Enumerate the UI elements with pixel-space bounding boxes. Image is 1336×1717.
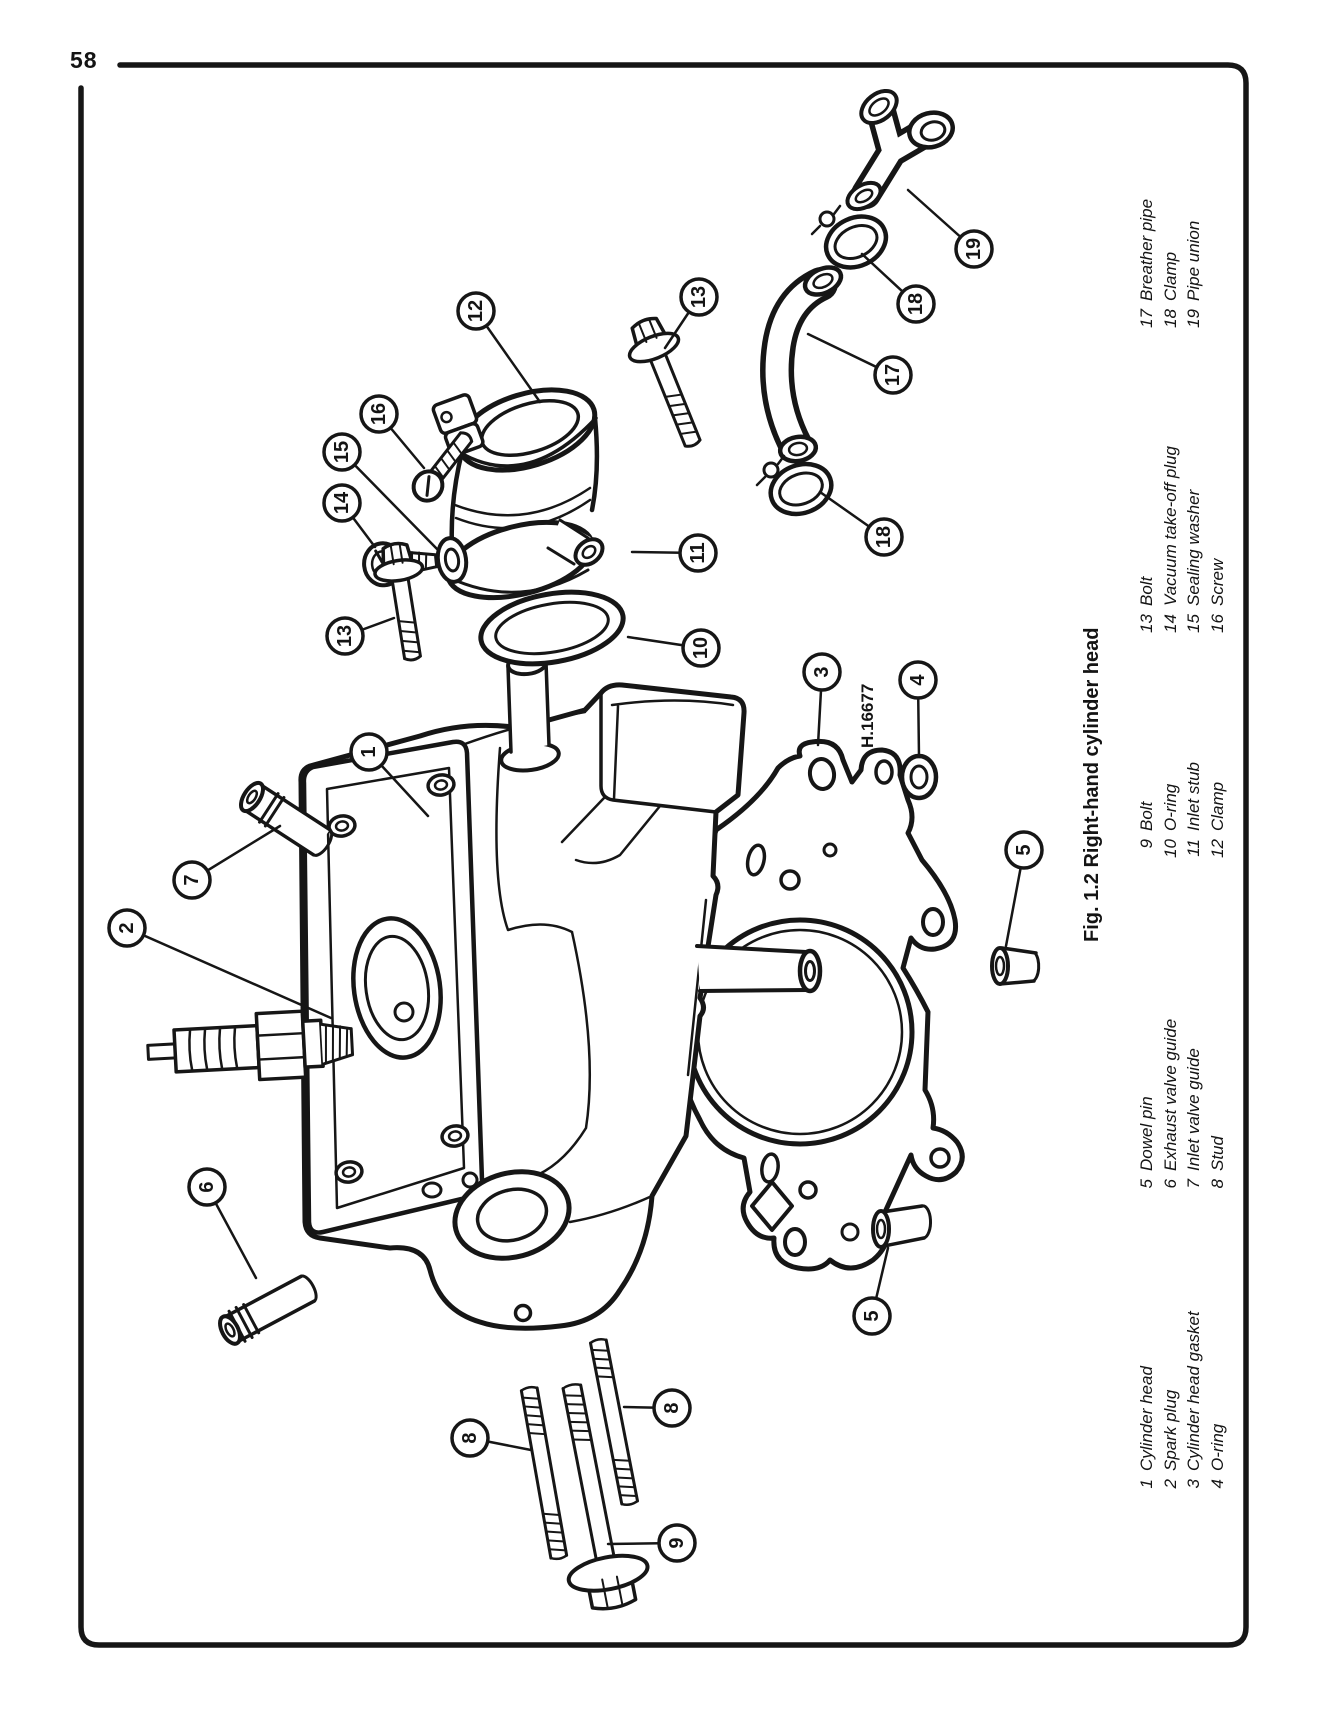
svg-text:14: 14 [331,491,353,514]
svg-text:11: 11 [687,542,709,563]
svg-text:5: 5 [1013,844,1035,855]
part-exhaust-valve-guide [218,1274,318,1346]
part-inlet-valve-guide [239,780,334,857]
balloon-9: 9 [657,1523,697,1563]
balloon-10: 10 [681,628,721,668]
balloon-2: 2 [107,908,147,948]
balloon-14: 14 [322,483,362,523]
svg-text:18: 18 [873,526,895,548]
balloon-4: 4 [898,660,938,700]
balloon-3: 3 [802,652,842,692]
svg-text:2: 2 [116,922,138,933]
balloon-5-upper: 5 [1004,830,1044,870]
svg-text:4: 4 [907,674,929,686]
part-spark-plug [146,1009,355,1082]
part-dowel-pin-upper [990,946,1041,986]
svg-text:15: 15 [331,441,353,463]
svg-text:7: 7 [181,874,203,885]
balloon-6: 6 [187,1167,227,1207]
part-screw-16 [411,431,474,503]
svg-text:16: 16 [368,403,390,425]
part-breather-pipe [760,265,844,464]
balloon-18-lower: 18 [864,517,904,557]
cylinder-head-boss-tube [695,944,823,994]
callout-balloons: 12 13 16 15 14 19 18 17 18 11 13 10 1 3 … [107,229,1044,1563]
balloon-8-right: 8 [652,1388,692,1428]
balloon-19: 19 [954,229,994,269]
balloon-11: 11 [678,533,718,573]
part-o-ring-10 [478,589,626,667]
part-stud-right [589,1338,639,1506]
svg-text:17: 17 [882,364,904,386]
svg-text:8: 8 [661,1402,683,1413]
drawing-code: H.16677 [858,684,877,748]
part-bolt-13-top [627,316,702,448]
balloon-7: 7 [172,860,212,900]
balloon-13-top: 13 [679,277,719,317]
balloon-1: 1 [349,732,389,772]
balloon-8-left: 8 [450,1418,490,1458]
part-clamp-18-lower [755,454,834,517]
part-o-ring-4 [899,753,939,801]
part-cylinder-head-gasket [673,738,965,1272]
svg-text:8: 8 [459,1432,481,1443]
part-pipe-union [845,88,955,212]
balloon-13-left: 13 [325,616,365,656]
svg-text:18: 18 [905,293,927,315]
svg-text:13: 13 [688,286,710,308]
page-number: 58 [70,47,98,73]
balloon-15: 15 [322,432,362,472]
svg-text:13: 13 [334,625,356,647]
part-stud-left [519,1385,569,1561]
part-dowel-pin-lower [871,1204,933,1249]
svg-text:3: 3 [811,666,833,677]
balloon-12: 12 [456,291,496,331]
svg-text:6: 6 [196,1181,218,1192]
figure-title: Fig. 1.2 Right-hand cylinder head [1081,627,1103,942]
balloon-18-upper: 18 [896,284,936,324]
svg-text:10: 10 [690,637,712,659]
part-sealing-washer [435,536,469,584]
svg-text:12: 12 [465,300,487,322]
part-bolt-9 [561,1383,650,1611]
svg-text:5: 5 [861,1310,883,1321]
svg-text:19: 19 [963,238,985,260]
svg-text:1: 1 [358,746,380,757]
svg-text:9: 9 [666,1537,688,1548]
part-cylinder-head [298,651,747,1331]
balloon-16: 16 [359,394,399,434]
part-bolt-13-left [373,541,425,662]
part-clamp-18-upper [810,204,889,270]
balloon-5-lower: 5 [852,1296,892,1336]
balloon-17: 17 [873,355,913,395]
page-frame [78,62,1249,1648]
